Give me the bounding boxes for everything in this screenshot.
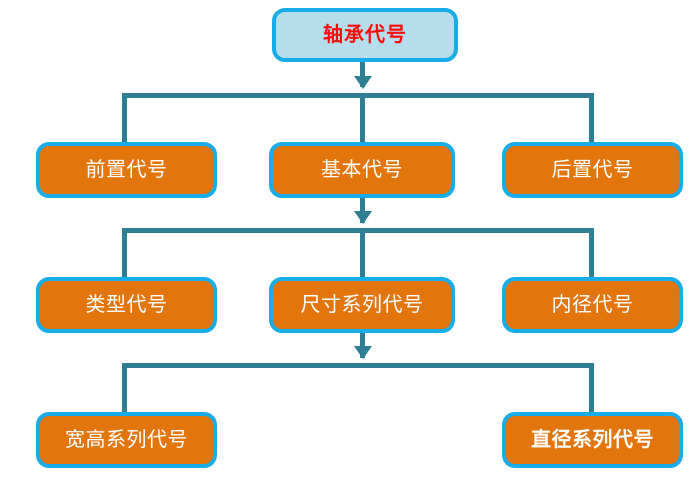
node-root-bearing-code[interactable]: 轴承代号 xyxy=(272,8,458,62)
connector-root-stem xyxy=(360,62,365,87)
node-bore-code[interactable]: 内径代号 xyxy=(502,277,683,333)
node-diameter-series-code[interactable]: 直径系列代号 xyxy=(502,412,683,468)
node-label: 前置代号 xyxy=(85,159,168,181)
node-label: 基本代号 xyxy=(321,159,403,181)
connector-level2-drop-right xyxy=(589,93,594,142)
node-width-height-series-code[interactable]: 宽高系列代号 xyxy=(36,412,217,468)
node-label: 尺寸系列代号 xyxy=(300,294,424,316)
connector-level3-drop-left xyxy=(122,228,127,278)
connector-level4-drop-right xyxy=(589,363,594,413)
arrowhead-root-to-level2 xyxy=(354,76,372,89)
connector-level2-drop-center xyxy=(360,93,365,142)
node-suffix-code[interactable]: 后置代号 xyxy=(502,142,683,198)
node-label: 宽高系列代号 xyxy=(65,429,188,451)
connector-level2-bus xyxy=(122,93,594,98)
connector-level3-drop-right xyxy=(589,228,594,278)
connector-level3-drop-center xyxy=(360,228,365,278)
node-label: 内径代号 xyxy=(551,294,634,316)
arrowhead-level3-to-level4 xyxy=(354,346,372,359)
connector-dimension-stem xyxy=(360,333,365,358)
arrowhead-level2-to-level3 xyxy=(354,211,372,224)
connector-basic-stem xyxy=(360,198,365,223)
connector-level4-drop-left xyxy=(122,363,127,413)
node-label: 类型代号 xyxy=(85,294,168,316)
connector-level3-bus xyxy=(122,228,594,233)
node-label: 直径系列代号 xyxy=(531,429,654,451)
node-label: 轴承代号 xyxy=(323,24,407,46)
node-basic-code[interactable]: 基本代号 xyxy=(269,142,455,198)
node-label: 后置代号 xyxy=(551,159,634,181)
connector-level2-drop-left xyxy=(122,93,127,142)
node-prefix-code[interactable]: 前置代号 xyxy=(36,142,217,198)
node-type-code[interactable]: 类型代号 xyxy=(36,277,217,333)
node-dimension-series-code[interactable]: 尺寸系列代号 xyxy=(269,277,455,333)
connector-level4-bus xyxy=(122,363,594,368)
